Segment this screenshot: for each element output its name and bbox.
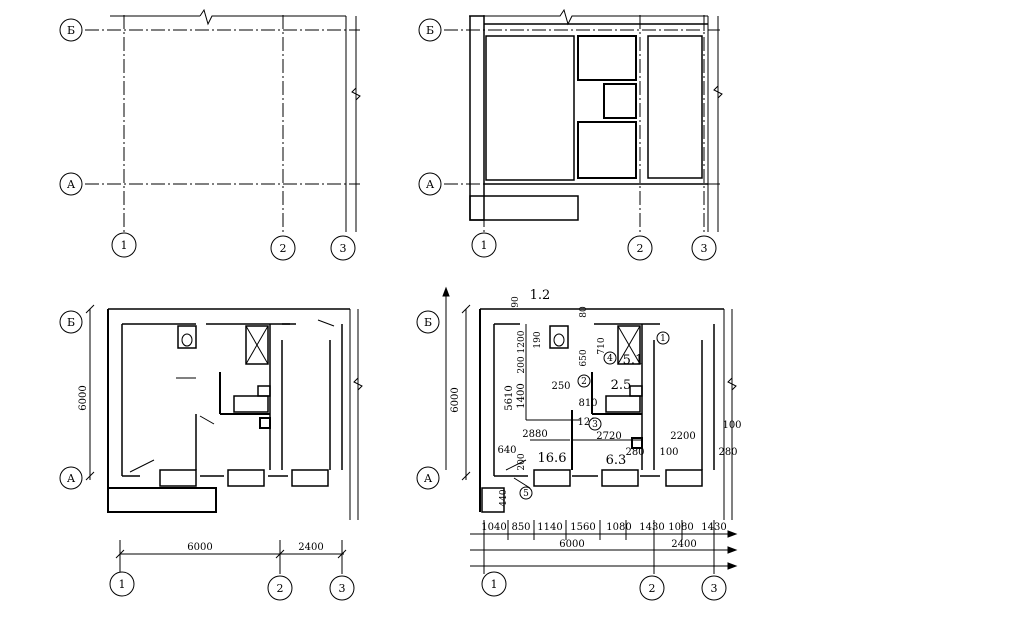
axis-label-B: Б (424, 316, 432, 329)
dim-2400: 2400 (671, 539, 696, 550)
marker-4: 4 (607, 354, 613, 364)
dim-1140: 1140 (537, 522, 562, 533)
marker-2: 2 (581, 377, 587, 387)
panel-detailed-plan-labels: Б А 1 2 3 6000 5610 1400 200 1200 90 190… (416, 288, 742, 601)
dim-100-center: 100 (659, 447, 678, 458)
axis-label-1: 1 (491, 578, 498, 591)
dim-640: 640 (497, 445, 516, 456)
axis-label-A: А (67, 472, 76, 485)
marker-1: 1 (660, 334, 666, 344)
dim-80-vertical: 80 (579, 306, 589, 318)
dim-280-right: 280 (718, 447, 737, 458)
dim-5610-vertical: 5610 (504, 385, 515, 410)
dim-6000-vertical: 6000 (450, 387, 461, 412)
dim-6000: 6000 (187, 542, 212, 553)
dim-1200-vertical: 1200 (517, 330, 527, 353)
axis-label-A: А (67, 178, 76, 191)
axis-label-3: 3 (339, 582, 346, 595)
dim-1430: 1430 (639, 522, 664, 533)
axis-label-2: 2 (277, 582, 284, 595)
panel-grid-axes (85, 8, 361, 232)
dim-2880: 2880 (522, 429, 547, 440)
dim-100-right: 100 (722, 420, 741, 431)
dim-250: 250 (551, 381, 570, 392)
dim-90-vertical: 90 (511, 296, 521, 308)
panel-structural-scheme (444, 8, 723, 232)
area-1-2: 1.2 (530, 288, 551, 303)
axis-label-2: 2 (280, 242, 287, 255)
dim-200-vertical-lower: 200 (517, 453, 527, 470)
area-16-6: 16.6 (538, 451, 567, 466)
axis-label-2: 2 (637, 242, 644, 255)
dim-1080: 1080 (606, 522, 631, 533)
dim-810: 810 (578, 398, 597, 409)
panel-detailed-plan (442, 286, 738, 574)
dim-1560: 1560 (570, 522, 595, 533)
axis-label-3: 3 (701, 242, 708, 255)
area-5-1: 5.1 (623, 353, 644, 368)
dim-6000-vertical: 6000 (78, 385, 89, 410)
dim-650-vertical: 650 (579, 349, 589, 366)
dim-120: 120 (577, 417, 596, 428)
axis-label-A: А (424, 472, 433, 485)
dim-710-vertical: 710 (597, 337, 607, 354)
dim-1040: 1040 (481, 522, 506, 533)
panel-structural-scheme-bubbles: Б А 1 2 3 (418, 18, 717, 261)
dim-1080-right: 1080 (668, 522, 693, 533)
area-6-3: 6.3 (606, 453, 627, 468)
dim-2720: 2720 (596, 431, 621, 442)
axis-label-B: Б (67, 316, 75, 329)
area-2-5: 2.5 (611, 378, 632, 393)
axis-label-2: 2 (649, 582, 656, 595)
axis-label-3: 3 (340, 242, 347, 255)
axis-label-B: Б (426, 24, 434, 37)
marker-3: 3 (592, 420, 598, 430)
dim-200-vertical: 200 (517, 356, 527, 373)
panel-grid-axes-bubbles: Б А 1 2 3 (59, 18, 356, 261)
dim-2400: 2400 (298, 542, 323, 553)
marker-5: 5 (523, 489, 529, 499)
axis-label-1: 1 (119, 578, 126, 591)
dim-280-center: 280 (625, 447, 644, 458)
dim-2200: 2200 (670, 431, 695, 442)
axis-label-1: 1 (481, 239, 488, 252)
axis-label-3: 3 (711, 582, 718, 595)
panel-floor-plan-labels: Б А 1 2 3 6000 6000 2400 (59, 310, 355, 601)
dim-440-vertical: 440 (499, 489, 509, 506)
dim-1400-vertical: 1400 (516, 383, 527, 408)
panel-floor-plan (85, 304, 363, 574)
dim-6000: 6000 (559, 539, 584, 550)
dim-1430-right: 1430 (701, 522, 726, 533)
dim-850: 850 (511, 522, 530, 533)
axis-label-A: А (426, 178, 435, 191)
axis-label-B: Б (67, 24, 75, 37)
dim-190-vertical: 190 (533, 331, 543, 348)
axis-label-1: 1 (121, 239, 128, 252)
